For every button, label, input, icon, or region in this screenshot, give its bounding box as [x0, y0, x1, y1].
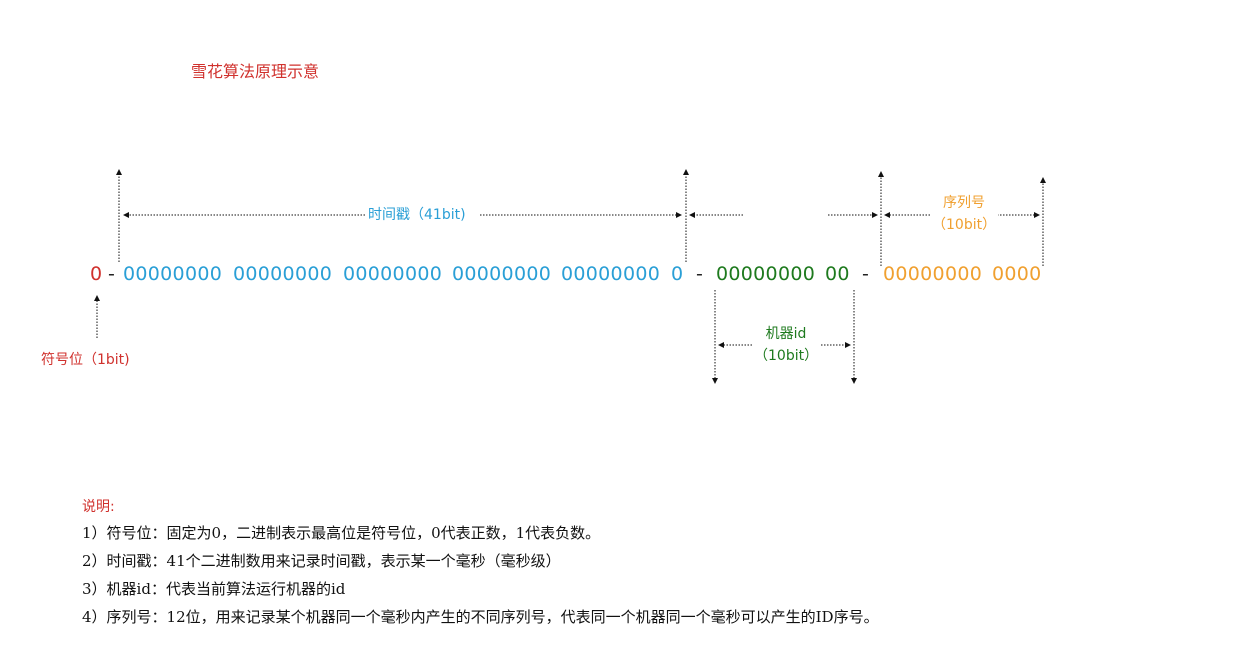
sequence-label-bits: （10bit） — [932, 217, 997, 233]
timestamp-bits-group: 0 — [671, 263, 684, 285]
separator: - — [862, 263, 870, 285]
sign-label: 符号位（1bit) — [39, 349, 132, 371]
sign-bit: 0 — [90, 263, 103, 285]
timestamp-bits-group: 00000000 — [233, 263, 333, 285]
diagram-title: 雪花算法原理示意 — [191, 62, 320, 81]
note-item: 4）序列号：12位，用来记录某个机器同一个毫秒内产生的不同序列号，代表同一个机器… — [82, 608, 879, 626]
separator: - — [696, 263, 704, 285]
machine-label-name: 机器id — [765, 326, 807, 342]
sequence-label: 序列号 （10bit） — [930, 192, 999, 236]
notes-title: 说明: — [82, 499, 115, 515]
sequence-label-name: 序列号 — [943, 195, 986, 211]
timestamp-bits-group: 00000000 — [452, 263, 552, 285]
timestamp-bits-group: 00000000 — [343, 263, 443, 285]
sequence-bits-group: 00000000 — [883, 263, 983, 285]
sequence-bits-group: 0000 — [992, 263, 1042, 285]
note-item: 1）符号位：固定为0，二进制表示最高位是符号位，0代表正数，1代表负数。 — [82, 524, 601, 542]
timestamp-bits-group: 00000000 — [561, 263, 661, 285]
machine-label: 机器id （10bit） — [752, 323, 821, 367]
timestamp-bits-group: 00000000 — [123, 263, 223, 285]
machine-label-bits: （10bit） — [754, 348, 819, 364]
machine-bits-group: 00 — [825, 263, 850, 285]
note-item: 2）时间戳：41个二进制数用来记录时间戳，表示某一个毫秒（毫秒级） — [82, 552, 561, 570]
machine-bits-group: 00000000 — [716, 263, 816, 285]
separator: - — [108, 263, 116, 285]
timestamp-label: 时间戳（41bit) — [366, 204, 468, 226]
note-item: 3）机器id：代表当前算法运行机器的id — [82, 580, 346, 598]
